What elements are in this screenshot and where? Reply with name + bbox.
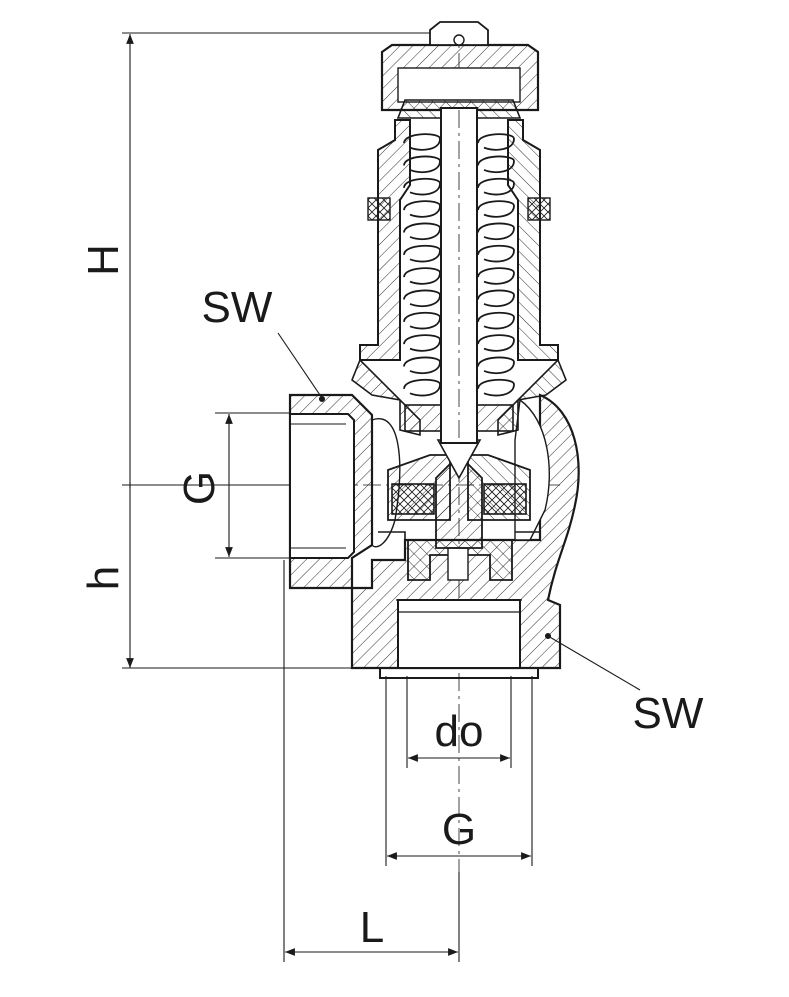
side-screw-left — [367, 197, 391, 221]
spring-coil — [403, 222, 441, 240]
label-L: L — [360, 903, 384, 952]
label-G-side: G — [175, 471, 224, 505]
spring-coil — [477, 155, 515, 173]
label-h: h — [79, 566, 128, 590]
label-do: do — [435, 707, 484, 756]
valve-body — [288, 393, 580, 679]
seal-hole — [453, 34, 465, 46]
spring-coil — [403, 334, 441, 352]
spring-coil — [477, 378, 515, 397]
spring-coil — [403, 244, 441, 263]
spring-coil — [477, 200, 515, 218]
spring-coil — [477, 289, 515, 307]
valve-disc — [387, 439, 531, 549]
spring-coil — [403, 200, 441, 218]
spring-coil — [477, 133, 515, 151]
label-H: H — [79, 244, 128, 276]
spring-coil — [477, 334, 515, 352]
spring-coil — [477, 222, 515, 240]
spring-coil — [477, 177, 515, 196]
spring-coil — [477, 356, 515, 374]
dimension-labels: H h G do G L SW SW — [79, 244, 704, 952]
spring-coil — [403, 289, 441, 307]
spring-coil — [477, 267, 515, 285]
label-SW-bottom: SW — [633, 689, 704, 738]
spindle — [440, 107, 478, 444]
seal-ring-right — [483, 483, 527, 515]
spring-coil — [403, 267, 441, 285]
spring-coil — [477, 311, 515, 330]
seal-ring-left — [391, 483, 435, 515]
side-screw-right — [527, 197, 551, 221]
spring-coil — [403, 356, 441, 374]
spring-coil — [477, 244, 515, 263]
label-G-bottom: G — [442, 805, 476, 854]
spring-coil — [403, 311, 441, 330]
label-SW-top: SW — [202, 283, 273, 332]
spring-coil — [403, 378, 441, 397]
